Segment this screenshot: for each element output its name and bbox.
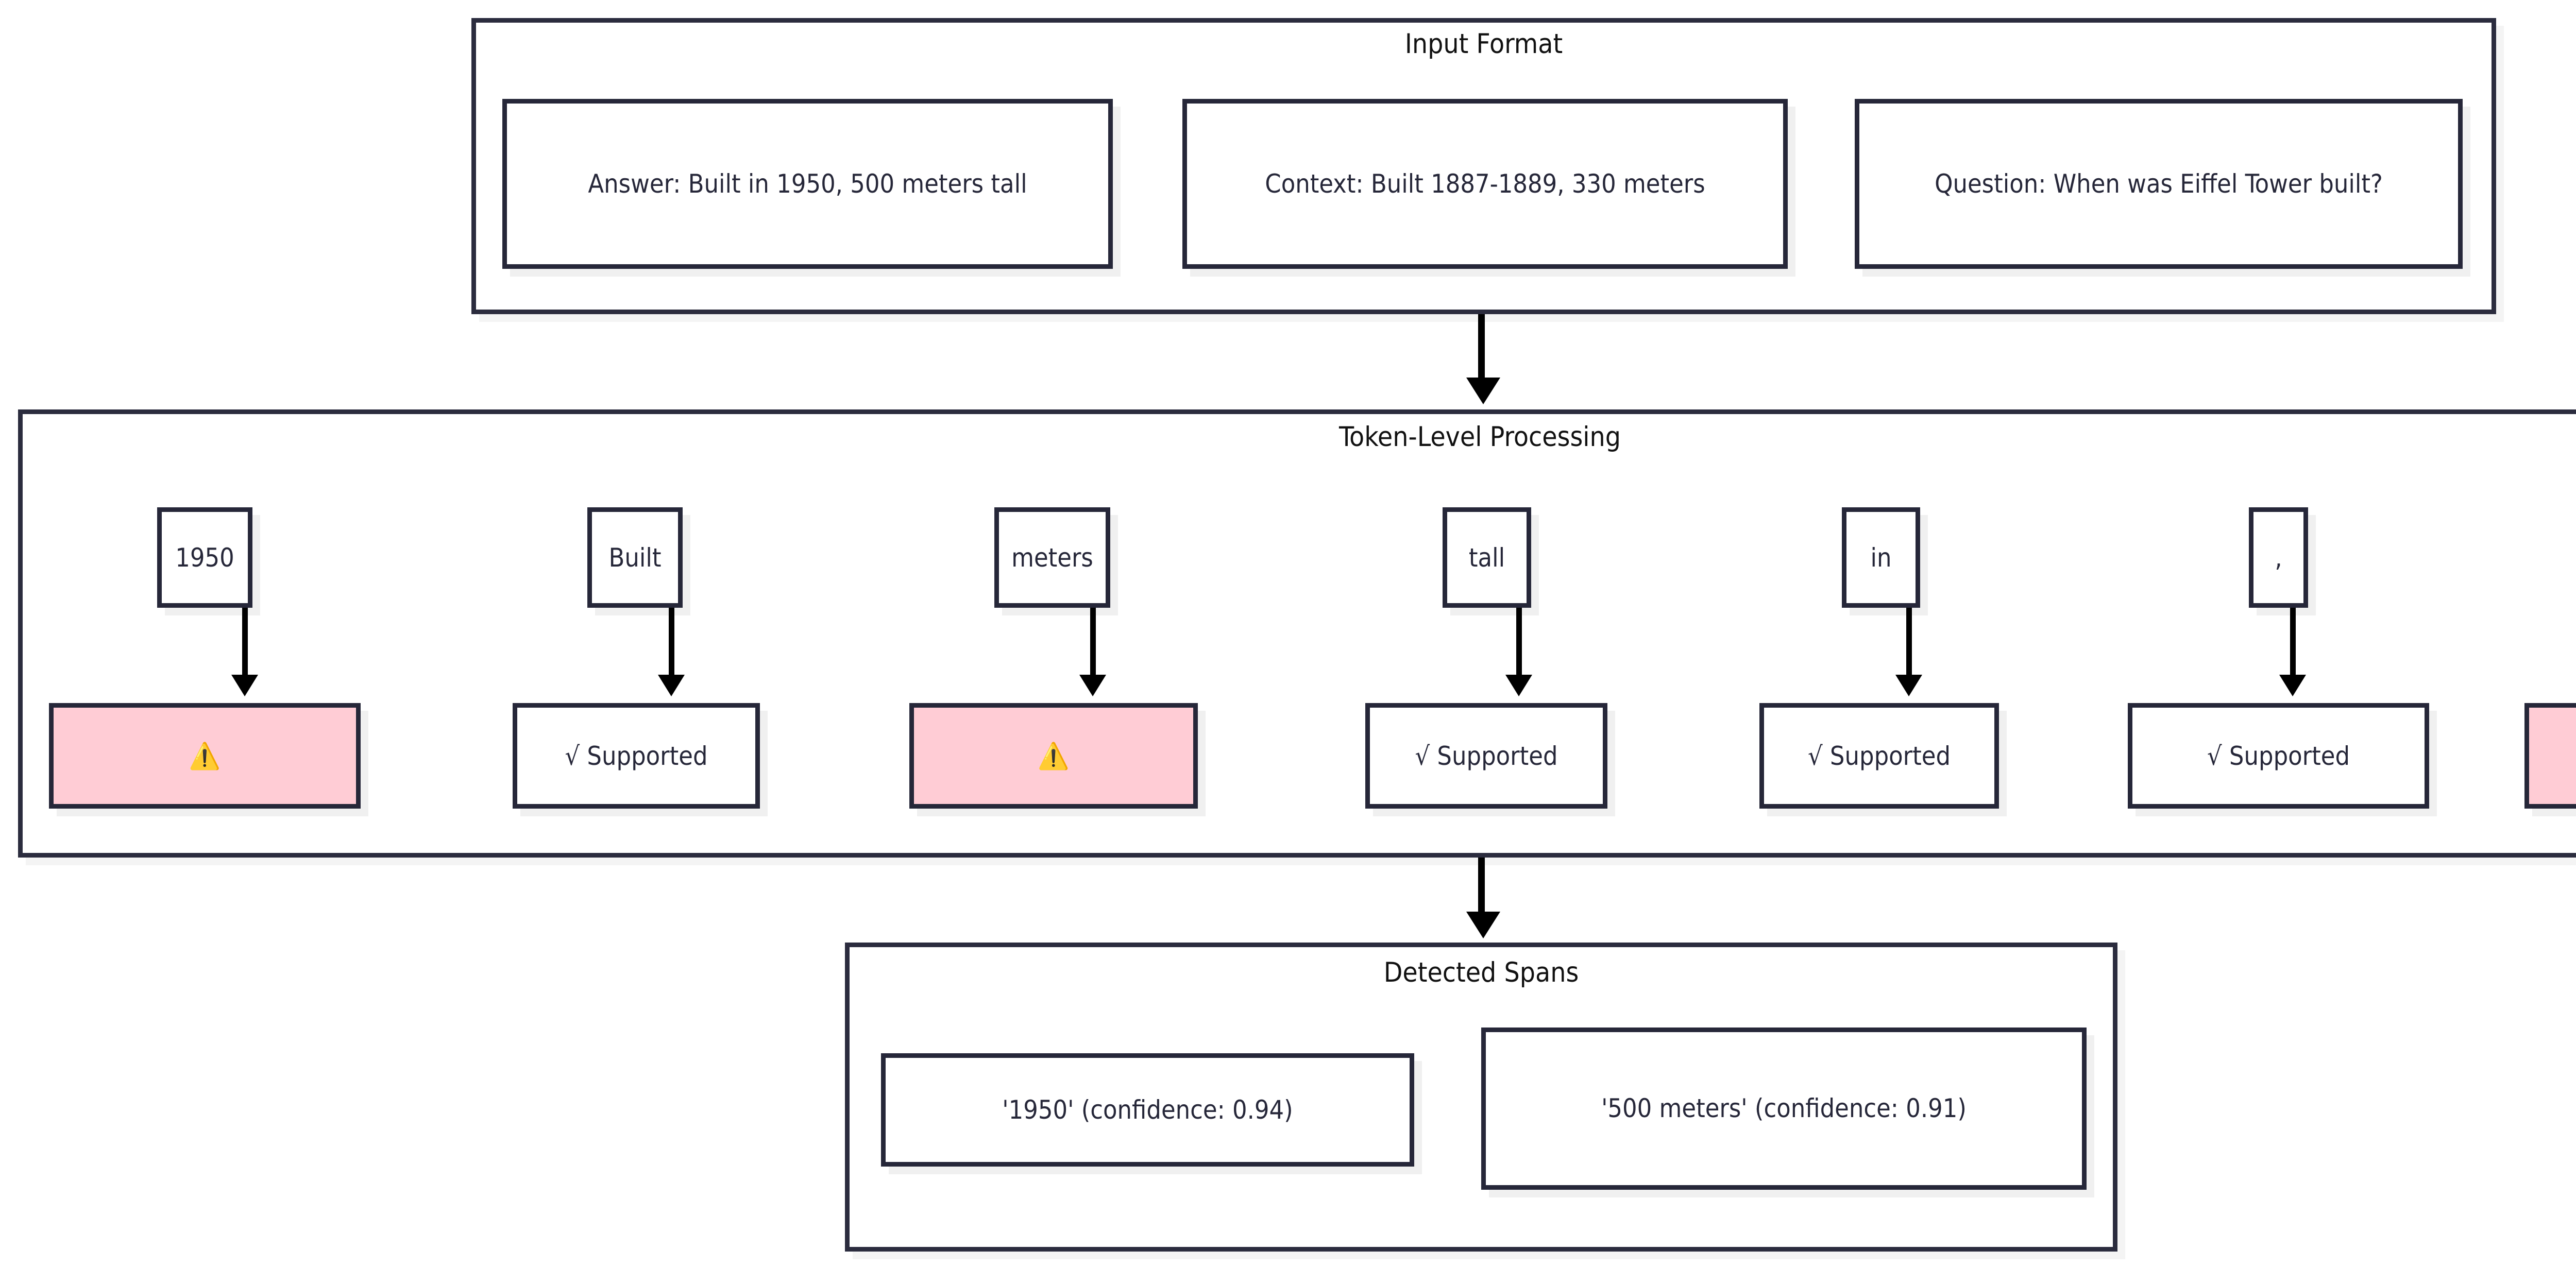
token-status-arrow-head — [1505, 675, 1532, 696]
warning-triangle-icon: ⚠️ — [189, 741, 221, 771]
token-box: Built — [587, 507, 683, 608]
token-box: meters — [994, 507, 1110, 608]
detected-spans-title: Detected Spans — [1383, 957, 1579, 988]
status-box-supported: √ Supported — [1365, 703, 1607, 809]
token-box: tall — [1443, 507, 1531, 608]
token-status-arrow-head — [658, 675, 685, 696]
token-status-arrow-line — [242, 608, 248, 677]
token-box: in — [1842, 507, 1920, 608]
token-status-arrow-head — [1895, 675, 1922, 696]
input-to-token-arrow-line — [1478, 314, 1485, 381]
token-status-arrow-head — [231, 675, 258, 696]
token-status-arrow-head — [2279, 675, 2306, 696]
detected-span-box: '1950' (confidence: 0.94) — [881, 1053, 1414, 1167]
input-answer-box: Answer: Built in 1950, 500 meters tall — [502, 99, 1113, 269]
token-status-arrow-line — [2290, 608, 2296, 677]
input-context-box: Context: Built 1887-1889, 330 meters — [1182, 99, 1788, 269]
token-status-arrow-line — [1090, 608, 1096, 677]
token-box: 1950 — [157, 507, 252, 608]
token-status-arrow-line — [1906, 608, 1912, 677]
token-status-arrow-line — [669, 608, 674, 677]
status-box-supported: √ Supported — [1759, 703, 1999, 809]
status-box-unsupported: ⚠️ — [2524, 703, 2576, 809]
token-status-arrow-line — [1516, 608, 1522, 677]
status-box-supported: √ Supported — [513, 703, 760, 809]
detected-span-box: '500 meters' (confidence: 0.91) — [1481, 1028, 2087, 1190]
token-to-spans-arrow-head — [1466, 912, 1500, 938]
token-box: , — [2249, 507, 2308, 608]
status-box-unsupported: ⚠️ — [909, 703, 1198, 809]
warning-triangle-icon: ⚠️ — [1037, 741, 1070, 771]
token-status-arrow-head — [1079, 675, 1106, 696]
status-box-unsupported: ⚠️ — [49, 703, 361, 809]
token-to-spans-arrow-line — [1478, 858, 1485, 915]
input-to-token-arrow-head — [1466, 378, 1500, 404]
input-question-box: Question: When was Eiffel Tower built? — [1855, 99, 2463, 269]
input-format-title: Input Format — [1404, 28, 1563, 60]
status-box-supported: √ Supported — [2128, 703, 2429, 809]
token-level-processing-title: Token-Level Processing — [1338, 421, 1621, 453]
